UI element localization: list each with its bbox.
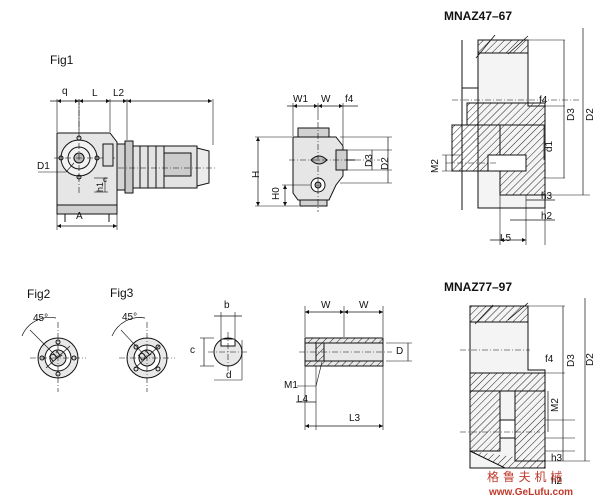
watermark-url: www.GeLufu.com [489, 487, 574, 498]
mnaz47-67-title: MNAZ47–67 [444, 9, 513, 23]
dim-q: q [62, 86, 68, 97]
mnaz77-h3: h3 [551, 453, 563, 464]
fig2-drawing [22, 317, 86, 392]
dim-M1: M1 [284, 380, 298, 391]
dim-c: c [103, 175, 107, 184]
mnaz77-M2: M2 [550, 398, 561, 412]
mnaz47-d1: d1 [544, 140, 555, 152]
mnaz47-f4: f4 [539, 95, 548, 106]
dim-L3: L3 [349, 413, 361, 424]
mnaz77-h2: h2 [551, 476, 563, 487]
shaft-section-drawing [200, 312, 248, 380]
dim-c-shaft: c [190, 345, 195, 356]
dim-f4: f4 [345, 94, 354, 105]
mnaz47-67-section [442, 28, 590, 245]
dim-W-right: W [359, 300, 369, 311]
fig3-angle: 45° [122, 312, 138, 323]
fig2-angle: 45° [33, 313, 49, 324]
dim-L4: L4 [297, 394, 309, 405]
mnaz77-D3: D3 [566, 354, 577, 367]
dim-D2: D2 [380, 157, 391, 170]
dim-D3: D3 [364, 154, 375, 167]
dim-D1: D1 [37, 161, 50, 172]
mnaz47-D3: D3 [566, 108, 577, 121]
fig1-title: Fig1 [50, 53, 74, 67]
mnaz47-h2: h2 [541, 211, 553, 222]
dim-D: D [396, 346, 404, 357]
dim-L2: L2 [113, 88, 125, 99]
mnaz77-97-section [460, 298, 590, 468]
fig3-title: Fig3 [110, 286, 134, 300]
mnaz47-M2: M2 [430, 159, 441, 173]
dim-W1: W1 [293, 94, 308, 105]
dim-W: W [321, 94, 331, 105]
dim-A: A [76, 211, 83, 222]
mnaz47-L5: L5 [500, 233, 512, 244]
dim-H0: H0 [271, 187, 282, 200]
dim-W-left: W [321, 300, 331, 311]
mnaz47-h3: h3 [541, 191, 553, 202]
dim-b: b [224, 300, 230, 311]
mnaz77-D2: D2 [585, 353, 596, 366]
dim-d: d [226, 370, 232, 381]
fig1-front-view [38, 99, 216, 230]
fig3-drawing [112, 318, 175, 392]
hollow-shaft-drawing [296, 306, 412, 430]
dim-L: L [92, 88, 98, 99]
watermark-chinese: 格 鲁 夫 机 械 [487, 470, 563, 484]
mnaz47-D2: D2 [585, 108, 596, 121]
mnaz77-f4: f4 [545, 354, 554, 365]
fig1-side-view [255, 103, 392, 212]
dim-H: H [251, 170, 262, 178]
mnaz77-97-title: MNAZ77–97 [444, 280, 513, 294]
fig2-title: Fig2 [27, 287, 51, 301]
